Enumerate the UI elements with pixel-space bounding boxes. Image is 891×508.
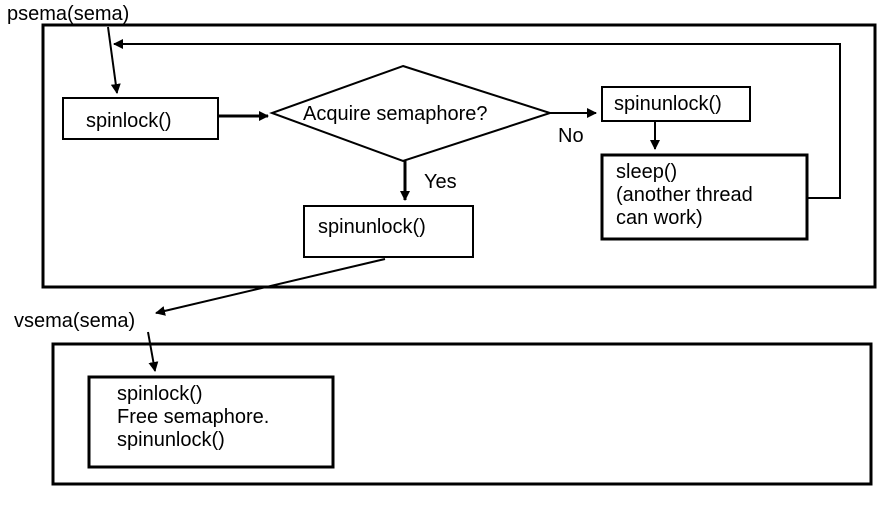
- vsema-container: [51, 342, 873, 486]
- arrow-sleep-loop-back: [113, 39, 841, 199]
- arrow-psema-to-spinlock: [107, 26, 121, 94]
- arrow-vsema-to-box: [147, 331, 159, 372]
- decision-label: Acquire semaphore?: [303, 103, 488, 125]
- vsema-line2: Free semaphore.: [117, 406, 269, 428]
- arrow-spinunlock-to-vsema: [155, 258, 386, 316]
- sleep-label-line3: can work): [616, 207, 703, 229]
- vsema-content-box: [87, 375, 335, 469]
- spinunlock-no-label: spinunlock(): [614, 93, 722, 115]
- vsema-label: vsema(sema): [14, 310, 135, 332]
- yes-label: Yes: [424, 171, 457, 193]
- sleep-label-line2: (another thread: [616, 184, 753, 206]
- vsema-line3: spinunlock(): [117, 429, 225, 451]
- decision-diamond: [269, 64, 554, 163]
- no-label: No: [558, 125, 584, 147]
- spinunlock-no-box: [601, 86, 751, 122]
- spinlock-label: spinlock(): [86, 110, 172, 132]
- spinlock-box: [62, 97, 219, 140]
- psema-container: [41, 23, 877, 289]
- psema-label: psema(sema): [7, 3, 129, 25]
- sleep-box: [600, 153, 809, 241]
- spinunlock-yes-label: spinunlock(): [318, 216, 426, 238]
- spinunlock-yes-box: [303, 205, 474, 258]
- sleep-label-line1: sleep(): [616, 161, 677, 183]
- vsema-line1: spinlock(): [117, 383, 203, 405]
